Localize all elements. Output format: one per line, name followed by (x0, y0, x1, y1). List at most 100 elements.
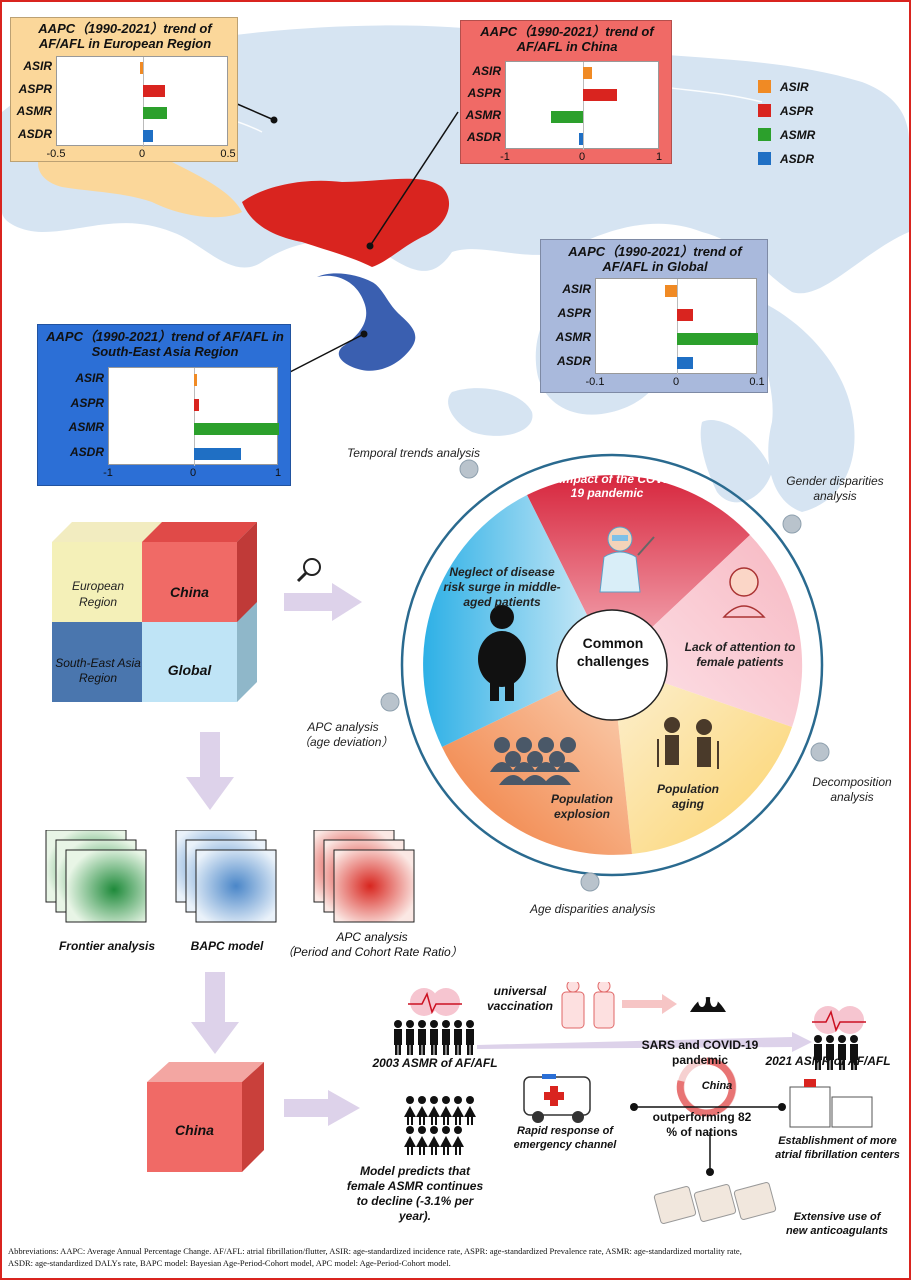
arrow-right-2 (284, 1090, 360, 1126)
middle-aged-label: Neglect of disease risk surge in middle-… (443, 565, 561, 609)
bar-asdr (143, 129, 154, 142)
temporal-trends-label: Temporal trends analysis (347, 446, 480, 460)
x-tick-label: -1 (103, 467, 113, 479)
age-disparities-label: Age disparities analysis (530, 902, 656, 916)
legend-asir-label: ASIR (780, 80, 809, 94)
magnifier-arrow (284, 558, 362, 621)
explosion-label: Population explosion (551, 792, 613, 821)
legend-asdr-label: ASDR (780, 152, 815, 166)
china-aapc-panel: AAPC（1990-2021）trend of AF/AFL in China … (460, 20, 672, 164)
challenges-wheel (380, 453, 830, 892)
bar-asmr (677, 333, 758, 345)
apc-method-sub: （Period and Cohort Rate Ratio） (281, 945, 463, 959)
bar-asir (139, 62, 143, 75)
bar-aspr (677, 309, 694, 321)
europe-plot (56, 56, 228, 147)
timeline-arrow (477, 1032, 812, 1052)
ambulance-icon (523, 1074, 591, 1123)
apc-method-label: APC analysis （Period and Cohort Rate Rat… (272, 930, 472, 960)
crowd-icon (490, 737, 580, 785)
bar-asmr (550, 111, 583, 123)
china-cube-label: China (175, 1122, 214, 1138)
cube-global-label: Global (167, 662, 212, 678)
bar-asdr (194, 447, 241, 460)
legend-asmr-label: ASMR (780, 128, 816, 142)
bar-aspr (194, 398, 200, 411)
row-label-asir: ASIR (472, 64, 501, 78)
lungs-person-icon (690, 993, 726, 1012)
gender-disparities-label: Gender disparities analysis (786, 474, 884, 503)
sea-aapc-panel: AAPC（1990-2021）trend of AF/AFL in South-… (37, 324, 291, 486)
woman-icon (722, 567, 766, 618)
x-tick-label: 0.5 (220, 148, 236, 160)
anticoagulants-label: Extensive use of new anticoagulants (785, 1211, 889, 1237)
x-tick-label: 0 (189, 467, 197, 479)
people-2003-icon (394, 988, 474, 1055)
x-tick-label: 1 (655, 151, 663, 163)
region-cube (52, 522, 257, 702)
bar-asmr (143, 107, 168, 120)
row-label-asir: ASIR (23, 59, 52, 74)
arrow-down-2 (191, 972, 239, 1054)
aging-label: Population aging (657, 782, 719, 811)
hospital-icon (789, 1079, 873, 1128)
x-tick-label: -0.5 (46, 148, 66, 160)
decomposition-label: Decomposition analysis (812, 775, 892, 804)
zero-line (677, 279, 678, 375)
legend-aspr-swatch (758, 104, 771, 117)
global-panel-title: AAPC（1990-2021）trend of AF/AFL in Global (568, 244, 742, 274)
row-label-asmr: ASMR (68, 420, 104, 435)
x-tick-label: 0 (672, 376, 680, 388)
legend-asmr-swatch (758, 128, 771, 141)
common-challenges-label: Common challenges (576, 635, 650, 669)
cube-china-label: China (170, 584, 209, 600)
vaccination-icon (561, 982, 615, 1029)
covid-label: The impact of the COVID-19 pandemic (534, 472, 680, 500)
apc-heatmap (313, 830, 415, 923)
abbreviations-line-1: Abbreviations: AAPC: Average Annual Perc… (8, 1246, 742, 1256)
row-label-asir: ASIR (75, 371, 104, 386)
legend-asir-swatch (758, 80, 771, 93)
bar-asdr (677, 357, 694, 369)
outcome-diagram (394, 982, 873, 1224)
x-tick-label: -0.1 (585, 376, 605, 388)
bar-aspr (583, 89, 617, 101)
x-tick-label: -1 (500, 151, 510, 163)
frontier-label: Frontier analysis (58, 939, 156, 953)
x-tick-label: 0 (138, 148, 146, 160)
legend-asdr-swatch (758, 152, 771, 165)
method-heatmaps (45, 830, 415, 923)
anticoagulant-pills-icon (653, 1182, 777, 1224)
female-people-icon (404, 1096, 476, 1155)
global-plot (595, 278, 758, 375)
legend-aspr-label: ASPR (780, 104, 814, 118)
zero-line (194, 368, 195, 466)
cube-sea-label: South-East Asia Region (55, 656, 141, 685)
bar-asdr (579, 133, 583, 145)
asmr-2021-label: 2021 ASMR of AF/AFL (765, 1054, 891, 1068)
row-label-aspr: ASPR (18, 81, 52, 96)
row-label-asmr: ASMR (555, 330, 591, 344)
vaccination-label: universal vaccination (486, 984, 554, 1013)
sea-panel-title: AAPC（1990-2021）trend of AF/AFL in South-… (46, 329, 284, 359)
doctor-icon (599, 526, 655, 593)
row-label-aspr: ASPR (467, 86, 501, 100)
chart-legend: ASIR ASPR ASMR ASDR (758, 80, 838, 170)
arrow-down-1 (186, 732, 234, 810)
x-tick-label: 0.1 (749, 376, 765, 388)
x-tick-label: 1 (274, 467, 282, 479)
frontier-heatmap (45, 830, 147, 923)
zero-line (143, 57, 144, 147)
row-label-aspr: ASPR (557, 306, 591, 320)
people-2021-icon (812, 1006, 866, 1070)
rapid-response-label: Rapid response of emergency channel (513, 1125, 617, 1151)
row-label-asir: ASIR (562, 282, 591, 296)
sars-covid-label: SARS and COVID-19 pandemic (641, 1038, 759, 1067)
row-label-asdr: ASDR (556, 354, 591, 368)
apc-age-deviation-label: APC analysis（age deviation） (298, 720, 394, 749)
female-asmr-prediction-label: Model predicts that female ASMR continue… (346, 1164, 484, 1223)
vaccination-arrow (622, 994, 677, 1014)
bapc-heatmap (175, 830, 277, 923)
china-cube (147, 1062, 264, 1172)
